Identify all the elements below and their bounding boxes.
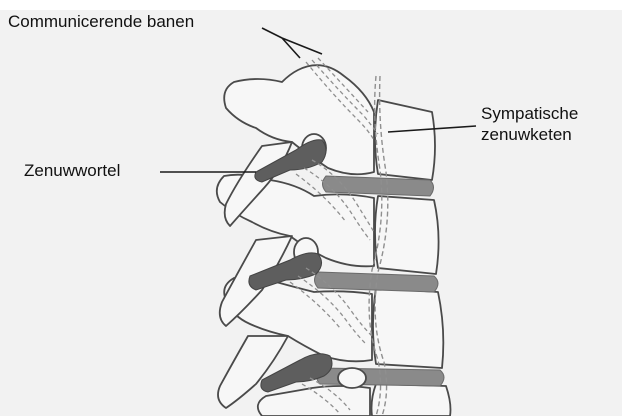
vertebral-body-1 xyxy=(375,100,435,180)
foramen-3 xyxy=(338,368,366,388)
vertebral-body-3 xyxy=(373,288,443,368)
vertebral-body-2 xyxy=(375,196,439,274)
label-sympathetic-chain: Sympatische zenuwketen xyxy=(481,103,578,145)
label-communicating-paths: Communicerende banen xyxy=(8,11,194,32)
label-sympathetic-chain-line2: zenuwketen xyxy=(481,124,578,145)
label-sympathetic-chain-line1: Sympatische xyxy=(481,103,578,124)
disc-1 xyxy=(323,176,434,196)
label-nerve-root: Zenuwwortel xyxy=(24,160,120,181)
disc-2 xyxy=(315,272,439,292)
